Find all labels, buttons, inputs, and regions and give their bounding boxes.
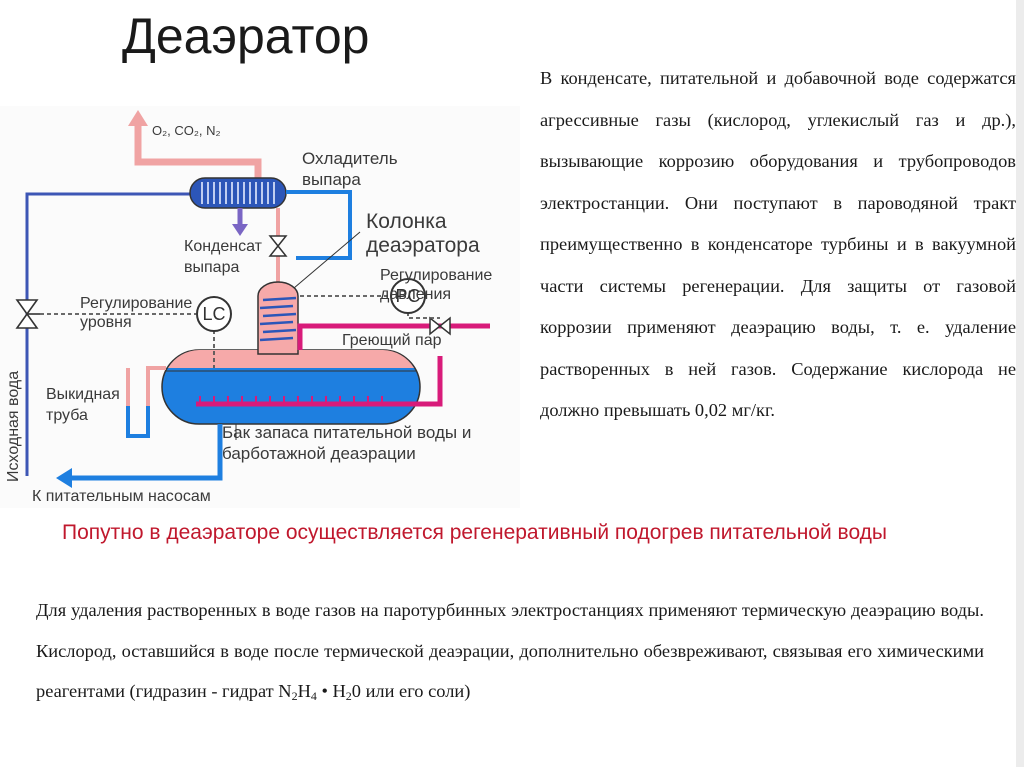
bottom-paragraph: Для удаления растворенных в воде газов н… xyxy=(36,590,984,712)
tank-label: Бак запаса питательной воды и барботажно… xyxy=(222,423,472,463)
pc-gauge-label: PC xyxy=(395,286,421,306)
exhaust-gases-label: O₂, CO₂, N₂ xyxy=(152,123,221,138)
cooling-water-line xyxy=(286,190,352,260)
right-paragraph: В конденсате, питательной и добавочной в… xyxy=(540,68,1016,420)
highlight-text: Попутно в деаэраторе осуществляется реге… xyxy=(62,521,888,544)
condensate-arrow-icon xyxy=(232,208,248,236)
diagram-graphics xyxy=(15,110,490,488)
deaerator-diagram: O₂, CO₂, N₂ Охладитель выпара Колонка де… xyxy=(0,106,520,508)
bottom-text-main: Для удаления растворенных в воде газов н… xyxy=(36,600,984,701)
to-pumps-label: К питательным насосам xyxy=(32,488,211,505)
leader-lines xyxy=(235,231,361,440)
tank-icon xyxy=(161,349,421,425)
pressure-regulation-label: Регулирование давления xyxy=(380,267,493,303)
level-valve-icon xyxy=(15,299,40,329)
sub-n2: 2 xyxy=(291,689,298,703)
level-regulation-label: Регулирование уровня xyxy=(80,295,193,331)
pc-gauge-icon xyxy=(390,278,426,314)
lc-gauge-icon xyxy=(196,296,232,332)
lc-gauge-label: LC xyxy=(202,304,226,324)
bottom-text-end: 0 или его соли) xyxy=(351,681,471,701)
bottom-text-after: • H xyxy=(316,681,346,701)
slide-edge xyxy=(1016,0,1024,767)
overflow-pipe-label: Выкидная труба xyxy=(46,386,120,424)
vapor-valve-icon xyxy=(268,235,288,257)
sub-h4: 4 xyxy=(310,689,317,703)
exhaust-arrow-icon xyxy=(128,110,148,126)
exhaust-line xyxy=(134,124,262,178)
condensate-label: Конденсат выпара xyxy=(184,238,262,276)
column-label: Колонка деаэратора xyxy=(366,210,480,257)
source-water-label: Исходная вода xyxy=(5,370,22,482)
sub-h2: 2 xyxy=(345,689,352,703)
cooler-icon xyxy=(189,177,287,209)
steam-valve-icon xyxy=(429,316,451,336)
column-icon xyxy=(257,281,299,355)
heating-steam-label: Греющий пар xyxy=(342,332,442,349)
page-title: Деаэратор xyxy=(122,8,370,64)
pump-arrow-icon xyxy=(56,468,72,488)
source-water-line xyxy=(25,192,190,476)
cooler-label: Охладитель выпара xyxy=(302,149,398,189)
sparger-nozzles xyxy=(199,396,383,404)
pump-line xyxy=(70,424,223,481)
bottom-text-h: H xyxy=(297,681,311,701)
